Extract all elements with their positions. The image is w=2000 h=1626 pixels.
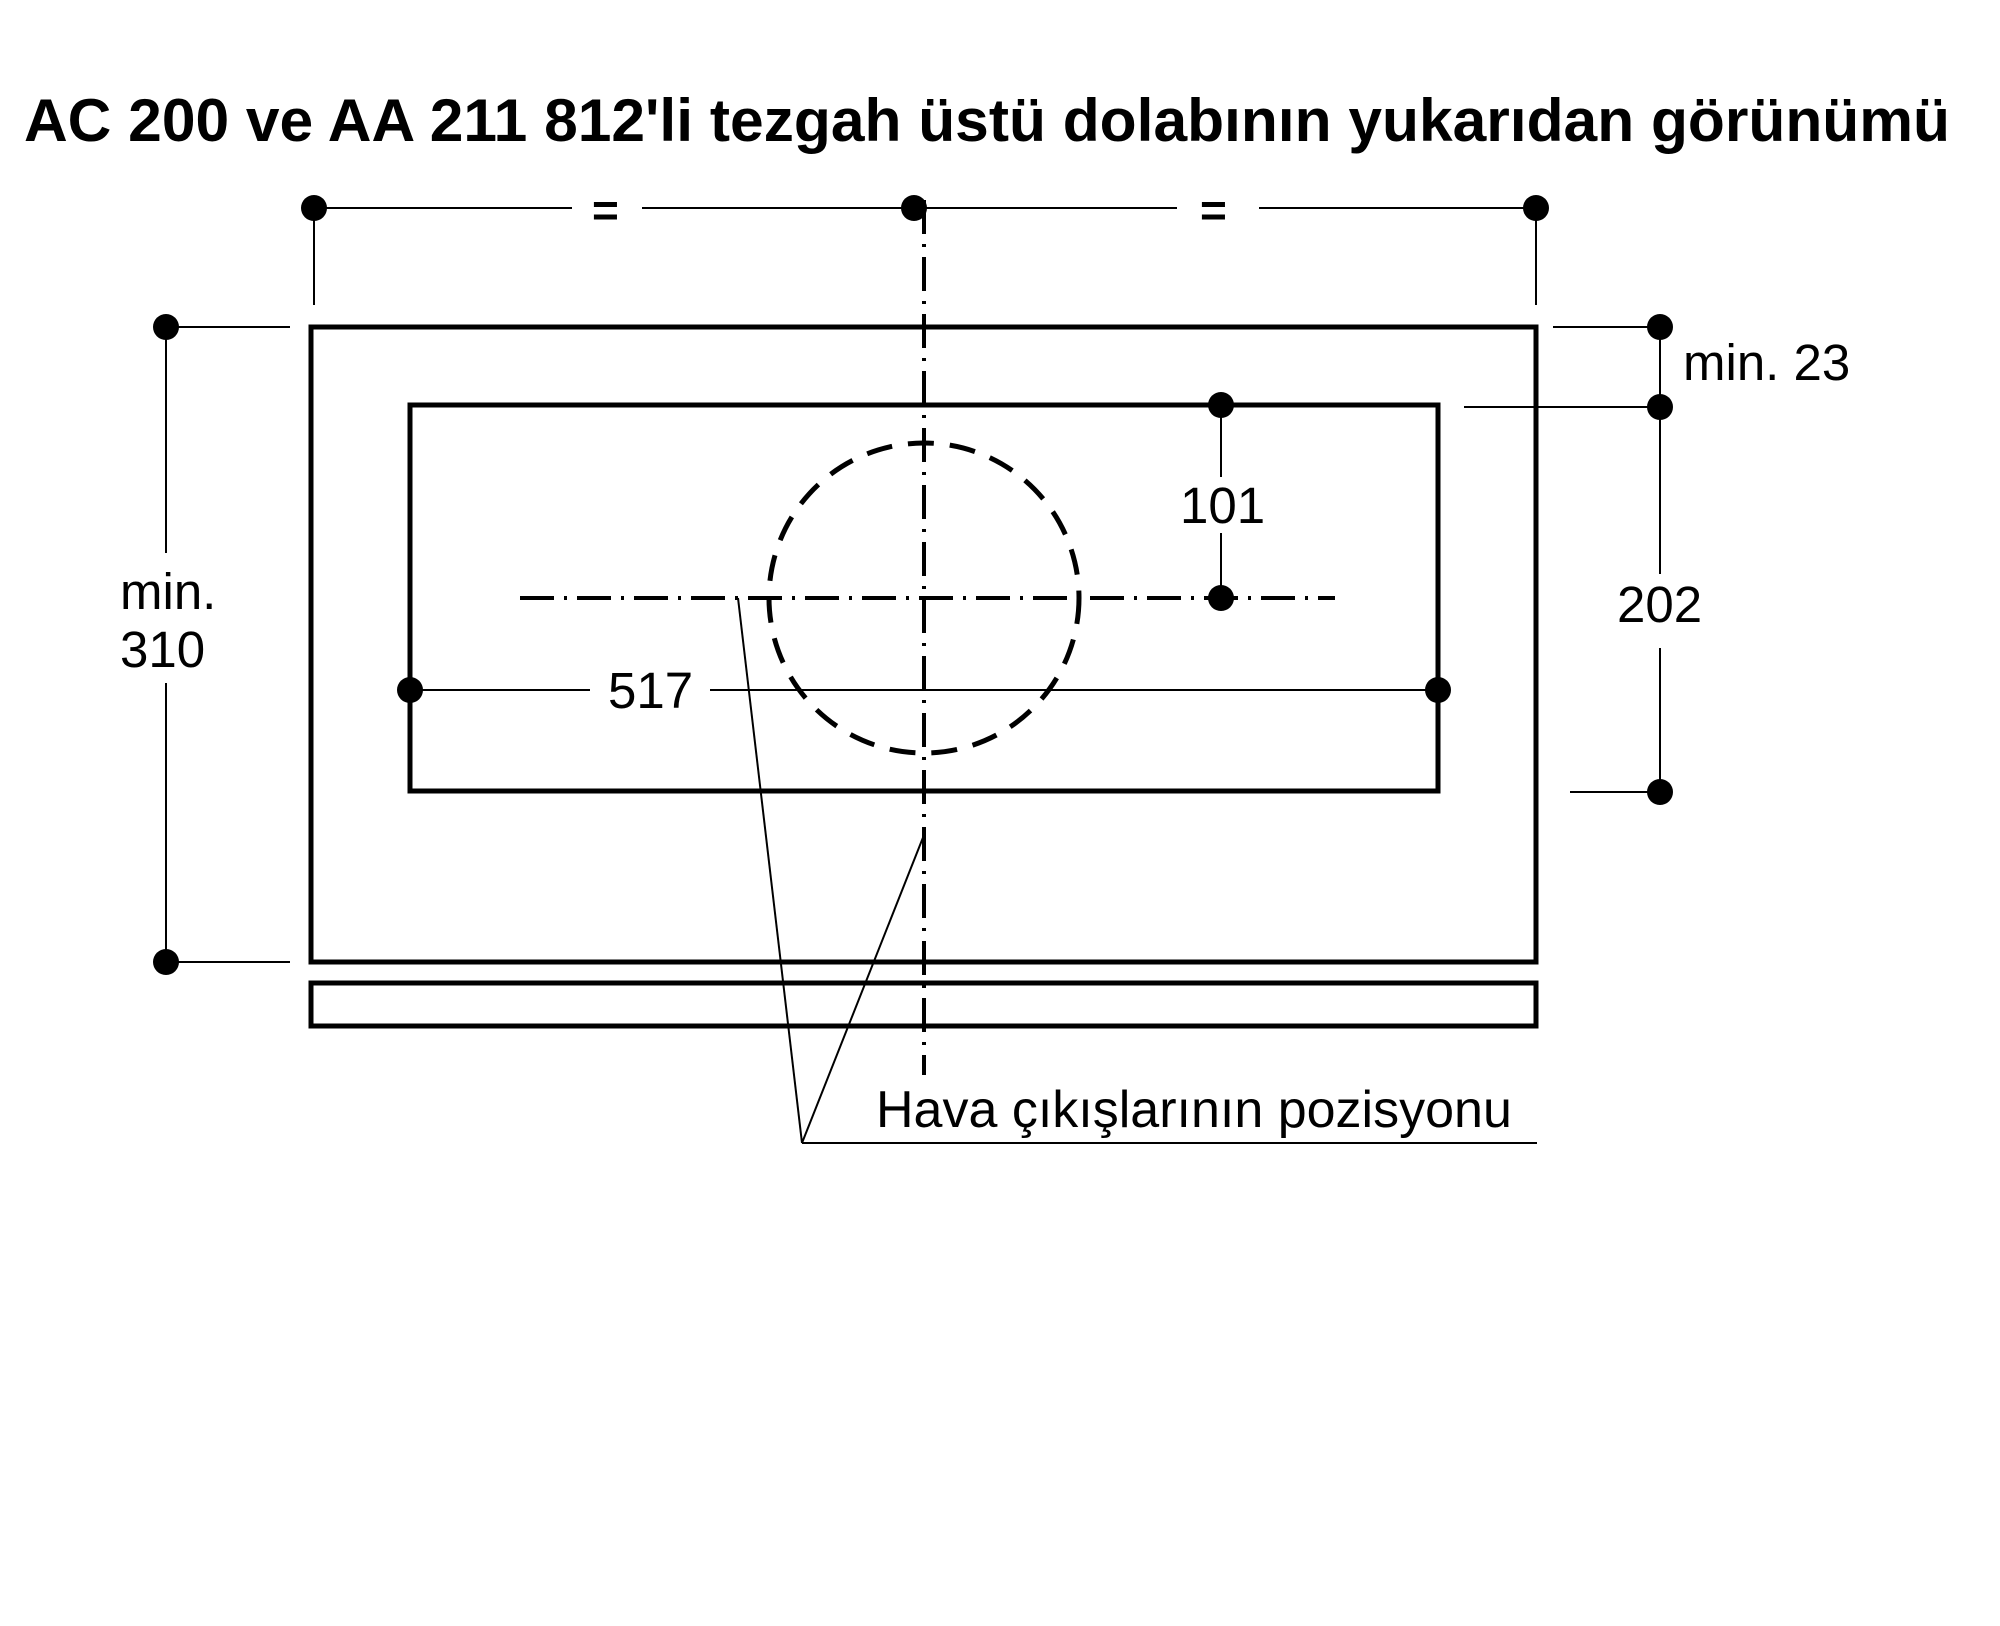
air-outlet-circle [766,440,1082,756]
left-depth-value: 310 [120,621,205,678]
dimension-point [397,677,423,703]
air-outlet-position-label: Hava çıkışlarının pozisyonu [876,1081,1512,1139]
dimension-point [1208,392,1234,418]
right-depth-value: 202 [1617,576,1702,633]
dimension-point [1208,585,1234,611]
dimension-point [153,949,179,975]
top-width-dimension: = = [301,184,1549,305]
dimension-point [1647,394,1673,420]
air-outlet-callout: Hava çıkışlarının pozisyonu [737,597,1537,1144]
unit-width-dimension: 517 [397,662,1451,719]
drawing-title: AC 200 ve AA 211 812'li tezgah üstü dola… [24,87,1950,154]
left-min-label: min. [120,563,216,620]
equal-sign-left: = [592,184,619,236]
equal-sign-right: = [1200,184,1227,236]
outlet-offset-dimension: 101 [1180,392,1265,611]
dimension-point [1523,195,1549,221]
dimension-point [1647,779,1673,805]
dimension-point [901,195,927,221]
min-23-label: min. 23 [1683,334,1850,391]
right-dimensions: min. 23 202 [1464,314,1850,805]
dimension-point [1425,677,1451,703]
offset-101-value: 101 [1180,477,1265,534]
width-517-value: 517 [608,662,693,719]
dimension-point [301,195,327,221]
dimension-point [153,314,179,340]
left-depth-dimension: min. 310 [120,314,290,975]
dimension-point [1647,314,1673,340]
